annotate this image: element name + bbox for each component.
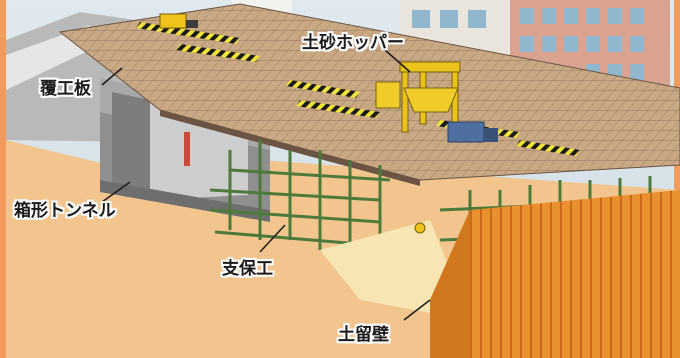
cover-slab-edge — [160, 110, 420, 186]
leader-lines — [101, 49, 431, 321]
retaining-wall — [430, 190, 680, 358]
retaining-wall-side — [430, 210, 470, 358]
label-cover-slab: 覆工板 — [40, 79, 91, 99]
deck-crane — [159, 13, 198, 29]
soil-hopper — [375, 61, 498, 143]
label-support: 支保工 — [222, 259, 273, 279]
support-frame — [209, 140, 391, 255]
excavator-bucket — [414, 222, 426, 234]
label-box-tunnel: 箱形トンネル — [14, 201, 116, 221]
label-retaining-wall: 土留壁 — [338, 325, 389, 345]
sidewalk-left — [6, 25, 90, 90]
label-hopper: 土砂ホッパー — [302, 33, 404, 53]
